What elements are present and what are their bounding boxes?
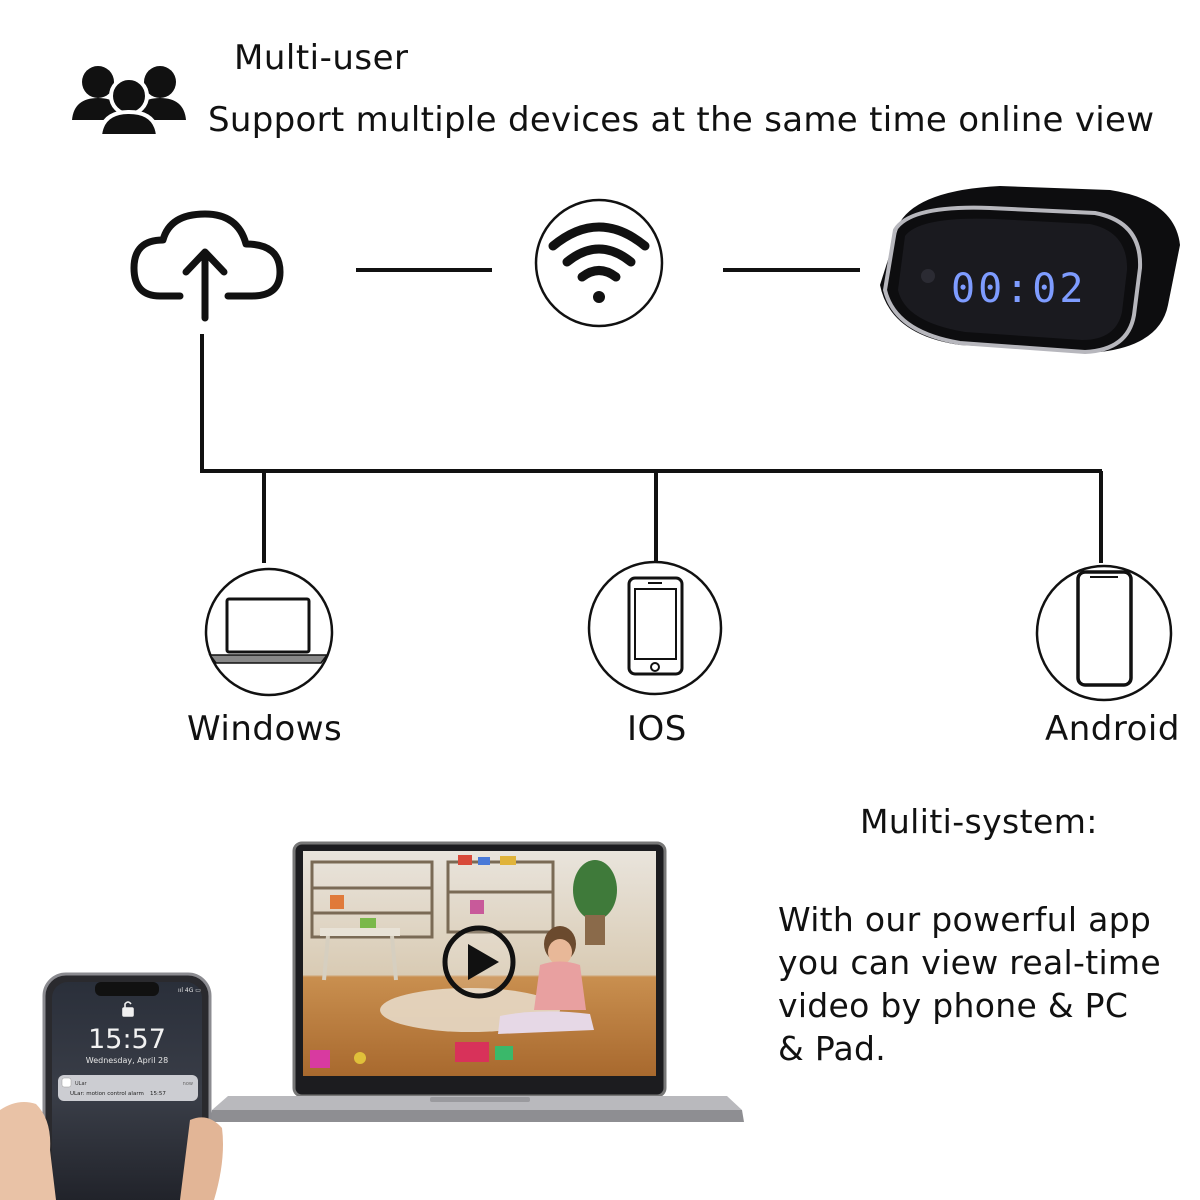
lock-icon [122,1001,134,1017]
laptop-icon [204,567,334,697]
play-icon [468,944,499,980]
system-line: With our powerful app [778,900,1152,939]
cloud-upload-icon [130,210,284,322]
system-heading: Muliti-system: [860,802,1098,841]
phone-lockscreen: ııl 4G ▭ 15:57 Wednesday, April 28 ULar … [0,972,223,1200]
wifi-icon [534,198,664,328]
clock-digits: 00:02 [951,266,1086,312]
page-subtitle: Support multiple devices at the same tim… [208,100,1155,140]
connector-lines [200,268,1103,563]
svg-text:ııl 4G ▭: ııl 4G ▭ [178,987,201,994]
label-ios: IOS [627,709,687,749]
phone-time: 15:57 [88,1024,166,1055]
label-android: Android [1045,709,1180,749]
system-line: you can view real-time [778,943,1161,982]
phone-date: Wednesday, April 28 [86,1056,168,1065]
users-icon [72,66,186,138]
system-description: With our powerful app you can view real-… [778,898,1161,1070]
notification-age: now [183,1081,193,1087]
system-line: & Pad. [778,1029,887,1068]
notification-text: ULar: motion control alarm [70,1091,144,1097]
smartphone-icon [587,560,723,696]
page-title: Multi-user [234,38,409,78]
notification-time: 15:57 [150,1091,166,1097]
system-line: video by phone & PC [778,986,1129,1025]
label-windows: Windows [187,709,343,749]
notification-app: ULar [75,1081,88,1087]
clock-camera: 00:02 [880,186,1180,355]
laptop-video [210,841,744,1122]
android-phone-icon [1035,564,1173,702]
